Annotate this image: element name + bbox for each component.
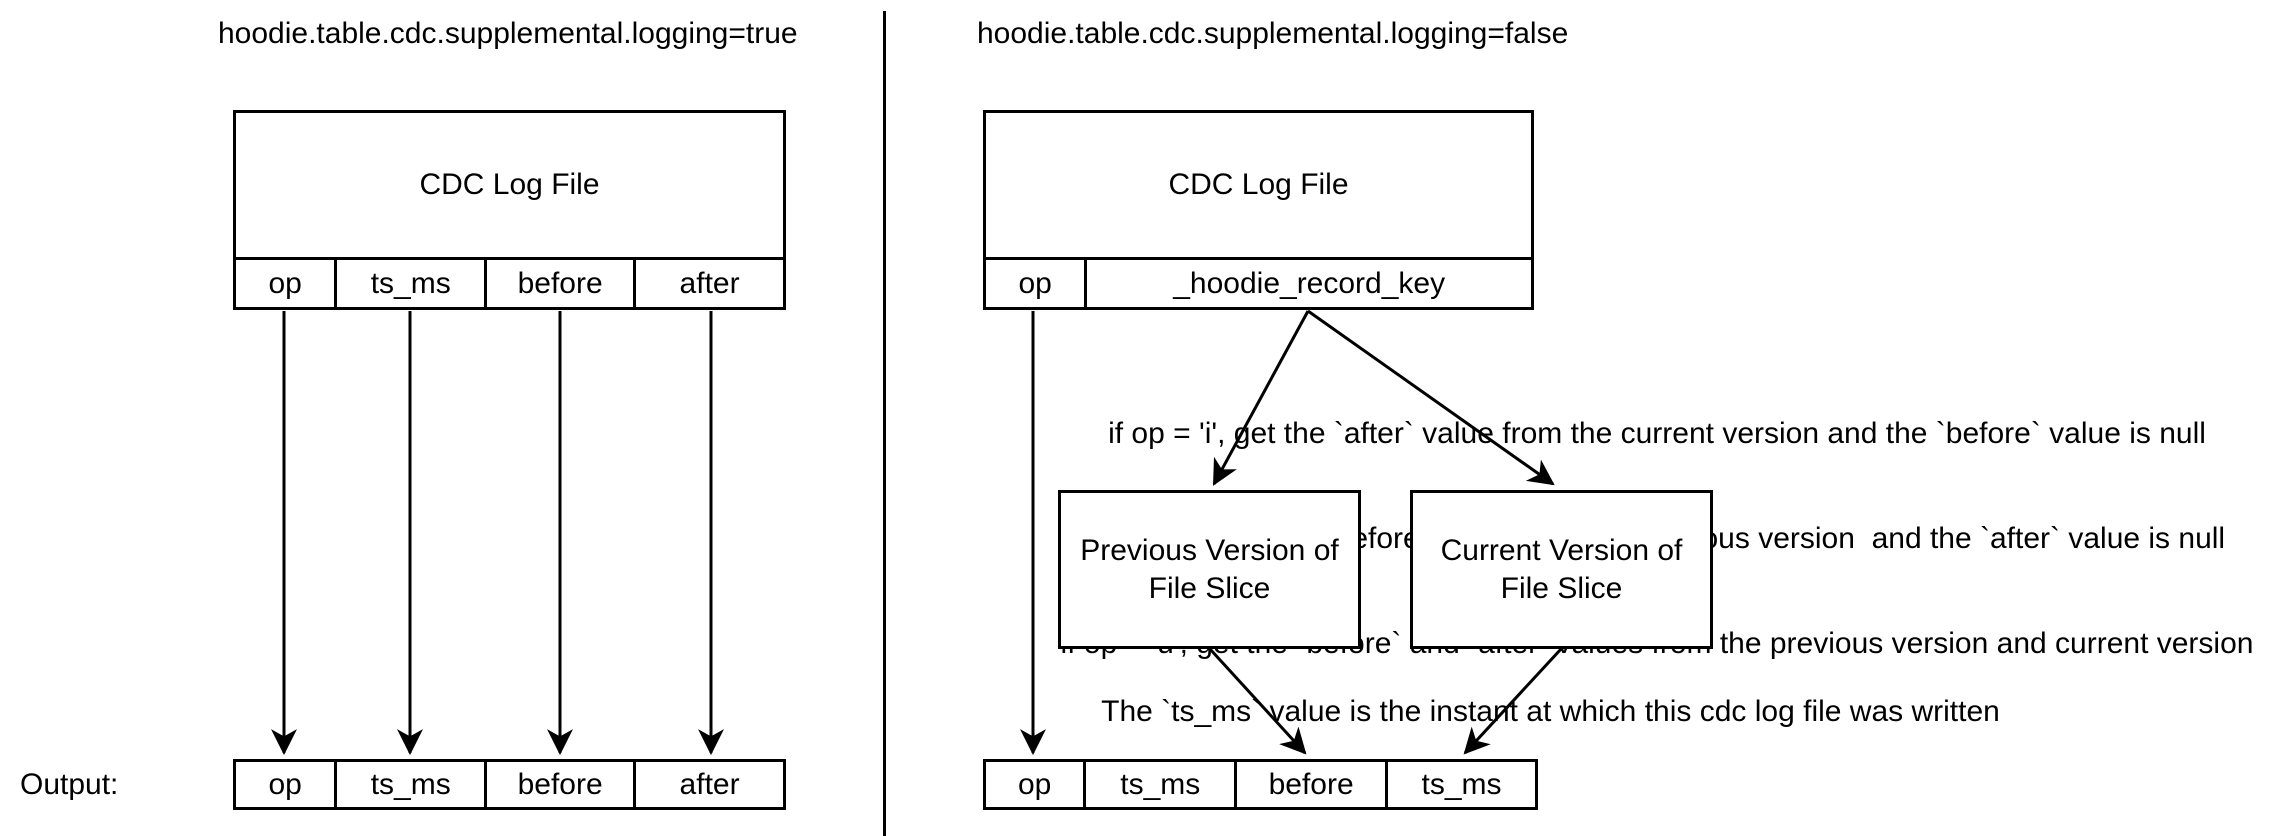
output-label: Output: — [20, 767, 119, 801]
right-output-ts-ms: ts_ms — [1083, 762, 1234, 807]
ts-ms-note-text: The `ts_ms` value is the instant at whic… — [1101, 695, 2000, 728]
op-rule-insert: if op = 'i', get the `after` value from … — [1108, 417, 2206, 450]
left-column-after: after — [633, 260, 783, 307]
right-column-hoodie-record-key: _hoodie_record_key — [1084, 260, 1531, 307]
left-output-ts-ms: ts_ms — [334, 762, 484, 807]
left-output-after: after — [633, 762, 783, 807]
left-column-before: before — [484, 260, 633, 307]
left-cdc-log-file-label: CDC Log File — [419, 168, 600, 201]
left-cdc-columns-row: op ts_ms before after — [236, 257, 783, 307]
right-column-op: op — [1018, 266, 1052, 300]
left-output-op: op — [268, 767, 302, 801]
left-panel-title: hoodie.table.cdc.supplemental.logging=tr… — [218, 17, 798, 50]
right-cdc-log-file-box: CDC Log File op _hoodie_record_key — [983, 110, 1534, 310]
right-output-before: before — [1234, 762, 1385, 807]
right-cdc-columns-row: op _hoodie_record_key — [986, 257, 1531, 307]
right-output-row: op ts_ms before ts_ms — [983, 759, 1538, 810]
left-output-before: before — [484, 762, 633, 807]
left-cdc-log-file-box: CDC Log File op ts_ms before after — [233, 110, 786, 310]
right-cdc-log-file-label: CDC Log File — [1168, 168, 1349, 201]
left-output-row: op ts_ms before after — [233, 759, 786, 810]
right-output-ts-ms-2: ts_ms — [1385, 762, 1535, 807]
left-column-ts-ms: ts_ms — [334, 260, 484, 307]
right-panel-title: hoodie.table.cdc.supplemental.logging=fa… — [977, 17, 1569, 50]
left-column-op: op — [268, 266, 302, 300]
previous-version-file-slice-box: Previous Version of File Slice — [1058, 490, 1361, 649]
right-output-op: op — [1017, 767, 1052, 801]
current-version-file-slice-box: Current Version of File Slice — [1410, 490, 1713, 649]
